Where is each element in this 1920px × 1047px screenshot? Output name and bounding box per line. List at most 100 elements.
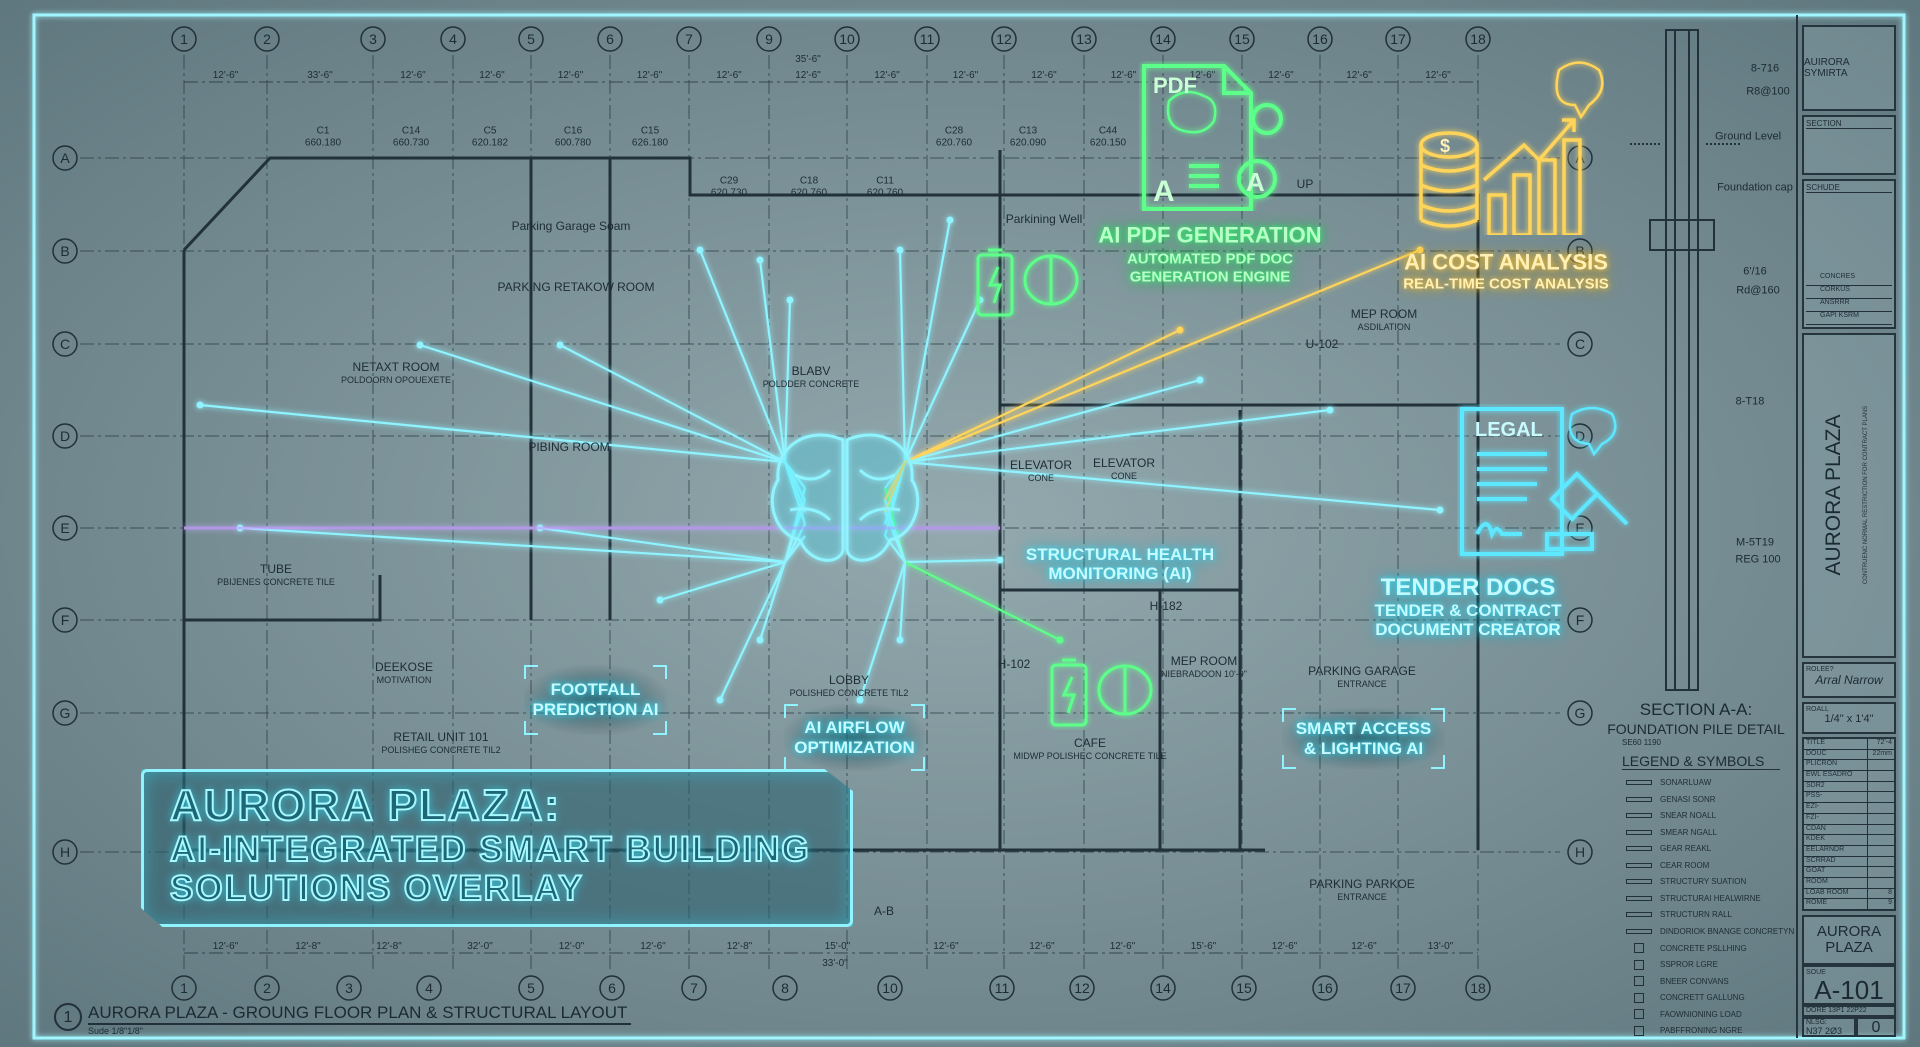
top-dimension: 12'-6": [1111, 70, 1137, 81]
central-brain-icon: [770, 433, 920, 562]
drawn-box: NLSG:N37 2Ø3: [1802, 1017, 1856, 1037]
legend-symbol: [1634, 959, 1644, 970]
svg-text:E: E: [60, 520, 69, 536]
legend-item: STRUCTURN RALL: [1626, 910, 1732, 919]
section-callout: Ground Level: [1714, 130, 1782, 143]
room-finish: POLDOORN OPOUEXETE: [340, 374, 452, 385]
legend-item: SNEAR NOALL: [1626, 811, 1716, 820]
drawing-number: 1: [54, 1003, 82, 1031]
svg-text:11: 11: [995, 980, 1010, 996]
trace-node: [896, 636, 904, 644]
svg-text:1: 1: [180, 980, 188, 996]
room-name: H-102: [997, 657, 1031, 672]
pdf-generation-icon: PDF A A: [1142, 64, 1283, 211]
legend-item: SSPROR LGRE: [1626, 959, 1718, 970]
top-dimension: 12'-6": [795, 70, 821, 81]
title-table-row: TITLE 72'-4: [1804, 739, 1894, 750]
legend-label: BNEER CONVANS: [1660, 976, 1729, 986]
legend-item: DINDORIOK BNANGE CONCRETYN: [1626, 927, 1794, 936]
scale-label: ROALL: [1806, 706, 1829, 713]
legend-symbol: [1626, 780, 1652, 785]
svg-text:16: 16: [1312, 31, 1328, 47]
pdf-icon-label: PDF: [1153, 73, 1197, 98]
bottom-dimension: 12'-6": [1110, 941, 1136, 952]
title-table-value: 9: [1888, 899, 1892, 907]
svg-text:4: 4: [449, 31, 457, 47]
date: DORE 13P1 22P22: [1802, 1005, 1896, 1017]
overlay-title: AURORA PLAZA:: [169, 781, 561, 830]
title-table-row: SDR2: [1804, 781, 1894, 793]
svg-text:6: 6: [608, 980, 616, 996]
grid-bubble-left-D: D: [52, 423, 78, 449]
battery-brain-icon: [976, 248, 1079, 317]
top-total-dimension: 35'-6": [795, 54, 821, 65]
top-dimension: 12'-6": [213, 70, 239, 81]
legend-symbol: [1634, 1025, 1644, 1036]
room-name: H-182: [1149, 599, 1183, 614]
title-table-key: CDAN: [1804, 824, 1868, 835]
title-table-value: 72'-4: [1876, 739, 1892, 746]
grid-bubble-bottom-4: 4: [416, 975, 442, 1001]
legend-item: CONCRETE PSLLHING: [1626, 943, 1747, 953]
firm-name: AUIRORA SYMIRTA: [1802, 25, 1896, 111]
legend-symbol: [1634, 1009, 1644, 1019]
title-table-key: KDEK: [1804, 835, 1868, 845]
room-finish: POLISHEG CONCRETE TIL2: [381, 744, 501, 755]
title-table-row: PLICRON: [1804, 760, 1894, 772]
trace-node: [1416, 246, 1424, 254]
grid-bubble-left-C: C: [52, 331, 78, 357]
tender-docs-subtitle: TENDER & CONTRACT: [1374, 601, 1562, 621]
title-table-key: TITLE: [1804, 739, 1868, 749]
title-table-row: KDEK: [1804, 835, 1894, 846]
grid-bubble-top-17: 17: [1385, 26, 1411, 52]
room-name: Parkining Well: [1005, 212, 1083, 227]
trace-node: [416, 341, 424, 349]
title-table-key: DOUC: [1804, 749, 1868, 760]
title-table-key: EZI-: [1804, 803, 1868, 813]
legend-item: STRUCTURY SUATION: [1626, 877, 1746, 886]
svg-text:13: 13: [1076, 31, 1092, 47]
legend-label: SONARLUAW: [1660, 778, 1712, 787]
title-table-key: EELARNDR: [1804, 845, 1868, 856]
trace-node: [756, 636, 764, 644]
legend-symbol: [1626, 879, 1652, 884]
legend-label: CONCRETE PSLLHING: [1660, 943, 1747, 953]
room-name: Parking Garage Soam: [511, 219, 631, 234]
trace-node: [1326, 406, 1334, 414]
svg-text:7: 7: [690, 980, 698, 996]
grid-bubble-top-11: 11: [914, 26, 940, 52]
legend-label: STRUCTURN RALL: [1660, 910, 1733, 919]
trace-node: [996, 556, 1004, 564]
top-dimension: 12'-6": [1190, 70, 1216, 81]
grid-bubble-top-15: 15: [1229, 26, 1255, 52]
room-name: MEP ROOM: [1170, 653, 1238, 668]
title-table-row: CDAN: [1804, 824, 1894, 836]
legend-label: CONCRETT GALLUNG: [1660, 993, 1745, 1002]
room-label: H-182: [1149, 599, 1183, 614]
svg-text:5: 5: [527, 31, 535, 47]
grid-bubble-bottom-15: 15: [1231, 975, 1257, 1001]
svg-text:A: A: [60, 150, 70, 166]
legend-label: SSPROR LGRE: [1660, 960, 1718, 969]
title-table-key: PLICRON: [1804, 760, 1868, 771]
sheet-border: [32, 13, 1906, 1040]
trace-node: [556, 341, 564, 349]
role-label: ROLEE?: [1806, 666, 1834, 673]
title-table-row: PSS-: [1804, 792, 1894, 804]
title-table-value: [1868, 760, 1894, 770]
legend-item: SONARLUAW: [1626, 778, 1711, 787]
svg-text:8: 8: [781, 980, 789, 996]
room-label: Parkining Well: [1005, 212, 1083, 227]
project-note: CONTRUENC NORMAL RESTRICTION FOR CONTRAC…: [1863, 405, 1869, 585]
legend-item: CEAR ROOM: [1626, 861, 1709, 870]
overlay-subtitle-2: SOLUTIONS OVERLAY: [169, 869, 584, 908]
